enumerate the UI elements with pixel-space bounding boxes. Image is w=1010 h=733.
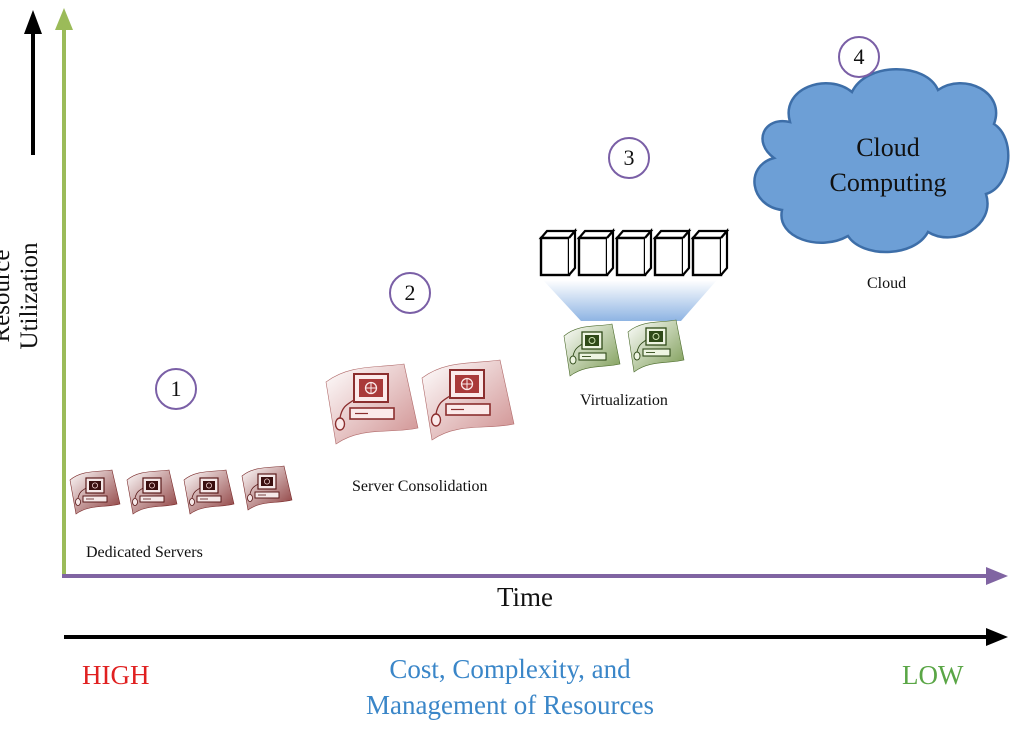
stage-4-caption: Cloud xyxy=(867,275,907,292)
consolidated-servers-icons xyxy=(325,359,515,445)
center-label-line1: Cost, Complexity, and xyxy=(389,654,631,684)
high-label: HIGH xyxy=(82,660,150,690)
stage-1-caption: Dedicated Servers xyxy=(86,544,203,561)
virtualization-servers-icons xyxy=(563,319,685,377)
stage-2-number: 2 xyxy=(389,272,431,314)
x-axis-label: Time xyxy=(497,582,554,612)
center-label-line2: Management of Resources xyxy=(366,690,654,720)
low-label: LOW xyxy=(902,660,964,690)
cloud-text-line1: Cloud xyxy=(856,133,920,162)
y-axis-arrow xyxy=(55,8,73,576)
dedicated-servers-icons xyxy=(69,465,293,515)
cloud-text-line2: Computing xyxy=(829,168,947,197)
virtual-machine-boxes xyxy=(539,229,729,277)
y-label-arrow xyxy=(24,10,42,155)
cloud-shape xyxy=(753,68,1010,254)
virtualization-funnel xyxy=(543,280,717,321)
stage-1-number: 1 xyxy=(155,368,197,410)
x-axis-arrow xyxy=(62,567,1008,585)
stage-4-number: 4 xyxy=(838,36,880,78)
stage-3-number: 3 xyxy=(608,137,650,179)
stage-2-caption: Server Consolidation xyxy=(352,478,488,495)
stage-3-caption: Virtualization xyxy=(580,392,668,409)
bottom-arrow xyxy=(64,628,1008,646)
y-axis-label: Resource Utilization xyxy=(0,242,43,350)
